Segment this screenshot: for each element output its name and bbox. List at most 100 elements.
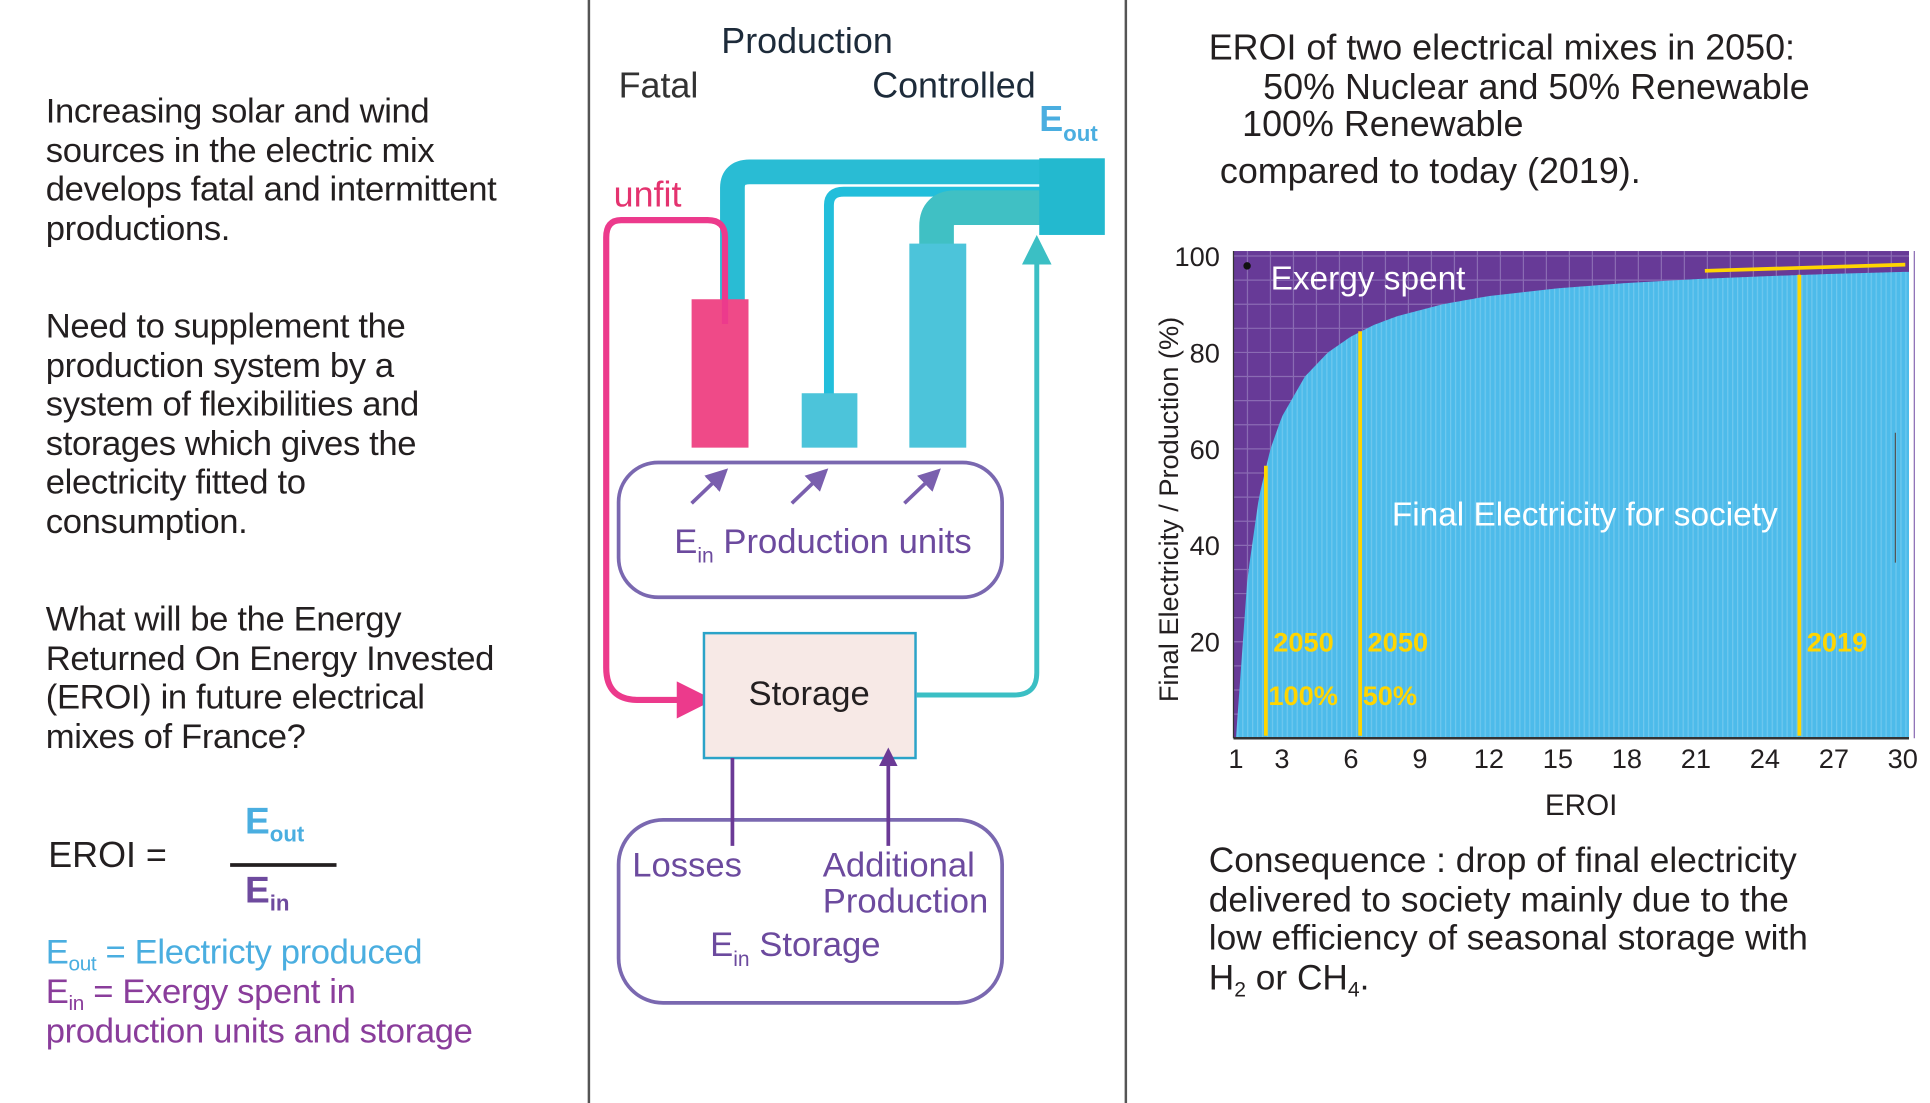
production-input-arrow-icon xyxy=(690,468,729,505)
column-divider xyxy=(587,0,591,1103)
eout-collector xyxy=(1039,158,1105,235)
storage-units-box xyxy=(616,818,1004,1005)
fatal-label: Fatal xyxy=(619,66,699,106)
text-line: mixes of France? xyxy=(45,716,306,755)
production-input-arrow-icon xyxy=(903,468,941,505)
eout-text: = Electricty produced xyxy=(96,932,423,971)
x-tick-label: 1 xyxy=(1228,743,1243,774)
ch4-main: or CH xyxy=(1245,957,1348,998)
formula-den-main: E xyxy=(244,870,270,912)
marker-label: 100% xyxy=(1268,680,1338,711)
x-tick-label: 15 xyxy=(1543,743,1573,774)
formula-den-sub: in xyxy=(269,890,290,916)
title-line: EROI of two electrical mixes in 2050: xyxy=(1208,28,1796,69)
period: . xyxy=(1359,957,1370,998)
text-line: H2 or CH4. xyxy=(1209,957,1808,1009)
marker-label: 2050 xyxy=(1368,627,1429,658)
title-line: compared to today (2019). xyxy=(1219,152,1641,192)
y-tick-label: 60 xyxy=(1190,434,1220,465)
reference-2019-top-line xyxy=(1704,262,1906,273)
ein-definition-cont: production units and storage xyxy=(45,1011,473,1050)
x-tick-label: 18 xyxy=(1612,743,1642,774)
eout-label-main: E xyxy=(1039,99,1063,139)
additional-label-2: Production xyxy=(823,883,989,921)
ein-sub: in xyxy=(697,545,713,568)
eout-label: Eout xyxy=(1039,99,1098,146)
formula-numerator: Eout xyxy=(245,801,304,847)
ein-text: = Exergy spent in xyxy=(83,971,356,1011)
formula-lhs: EROI = xyxy=(48,835,167,876)
ein-sub: in xyxy=(733,948,749,971)
text-line: consumption. xyxy=(45,501,248,540)
unfit-label: unfit xyxy=(614,175,682,215)
marker-label: 2019 xyxy=(1807,627,1868,658)
text-line: low efficiency of seasonal storage with xyxy=(1208,918,1808,959)
fraction-bar xyxy=(230,863,337,867)
storage-label: Storage xyxy=(748,675,869,713)
text-line: develops fatal and intermittent xyxy=(45,169,497,208)
ein-main: E xyxy=(674,523,697,561)
x-tick-label: 12 xyxy=(1474,743,1504,774)
x-axis-label: EROI xyxy=(1545,789,1618,822)
y-tick-label: 40 xyxy=(1190,530,1220,561)
eout-sub: out xyxy=(68,952,97,976)
text-line: productions. xyxy=(45,208,231,247)
storage-units-label: Ein Storage xyxy=(710,926,880,971)
formula-num-main: E xyxy=(244,801,270,843)
controlled-production-bar xyxy=(909,243,967,448)
y-tick-label: 80 xyxy=(1190,337,1220,368)
supplement-paragraph: Need to supplement the production system… xyxy=(45,306,420,541)
text-line: electricity fitted to xyxy=(45,462,306,501)
controlled-output-flow xyxy=(919,190,1043,247)
eout-definition: Eout = Electricty produced xyxy=(45,932,423,983)
intro-paragraph: Increasing solar and wind sources in the… xyxy=(46,92,497,248)
h2-sub: 2 xyxy=(1234,977,1246,1002)
text-line: production system by a xyxy=(45,345,394,384)
production-input-arrow-icon xyxy=(790,468,829,505)
production-units-box xyxy=(616,460,1004,600)
formula-num-sub: out xyxy=(269,821,305,847)
chart-title: EROI of two electrical mixes in 2050: 50… xyxy=(1209,27,1810,193)
storage-box xyxy=(702,631,917,760)
text-line: sources in the electric mix xyxy=(45,130,435,169)
text-line: Increasing solar and wind xyxy=(45,91,430,130)
x-tick-label: 9 xyxy=(1412,743,1427,774)
x-tick-label: 24 xyxy=(1750,743,1780,774)
text-line: (EROI) in future electrical xyxy=(45,677,425,716)
title-line: 100% Renewable xyxy=(1242,105,1524,145)
formula-denominator: Ein xyxy=(245,871,290,917)
text-line: What will be the Energy xyxy=(45,599,402,639)
x-tick-label: 6 xyxy=(1343,743,1358,774)
eout-main: E xyxy=(45,932,69,971)
text-line: Need to supplement the xyxy=(45,306,406,346)
final-electricity-label: Final Electricity for society xyxy=(1392,497,1778,534)
text-line: Returned On Energy Invested xyxy=(45,638,495,678)
ein-sub: in xyxy=(68,991,85,1016)
text-line: system of flexibilities and xyxy=(45,384,420,423)
x-tick-label: 30 xyxy=(1888,743,1918,774)
storage-units-text: Storage xyxy=(750,926,881,964)
production-units-text: Production units xyxy=(714,523,972,561)
losses-label: Losses xyxy=(632,847,742,885)
y-tick-label: 100 xyxy=(1174,241,1219,272)
y-axis-label: Final Electricity / Production (%) xyxy=(1153,317,1184,702)
final-electricity-area xyxy=(1233,271,1909,739)
text-line: storages which gives the xyxy=(45,423,417,462)
fatal-production-bar xyxy=(691,299,749,448)
x-tick-label: 21 xyxy=(1681,743,1711,774)
consequence-text: Consequence : drop of final electricity … xyxy=(1209,842,1808,1009)
small-unit-output-flow xyxy=(823,186,1043,396)
text-line: delivered to society mainly due to the xyxy=(1208,879,1789,920)
marker-label: 2050 xyxy=(1273,627,1334,658)
storage-return-arrow xyxy=(916,234,1052,698)
eout-label-sub: out xyxy=(1063,121,1098,146)
production-units-label: Ein Production units xyxy=(674,523,971,568)
text-line: Consequence : drop of final electricity xyxy=(1208,840,1797,881)
question-paragraph: What will be the Energy Returned On Ener… xyxy=(45,599,495,756)
x-tick-label: 3 xyxy=(1274,743,1289,774)
ein-main: E xyxy=(710,926,733,964)
bullet-dot xyxy=(1243,262,1251,270)
